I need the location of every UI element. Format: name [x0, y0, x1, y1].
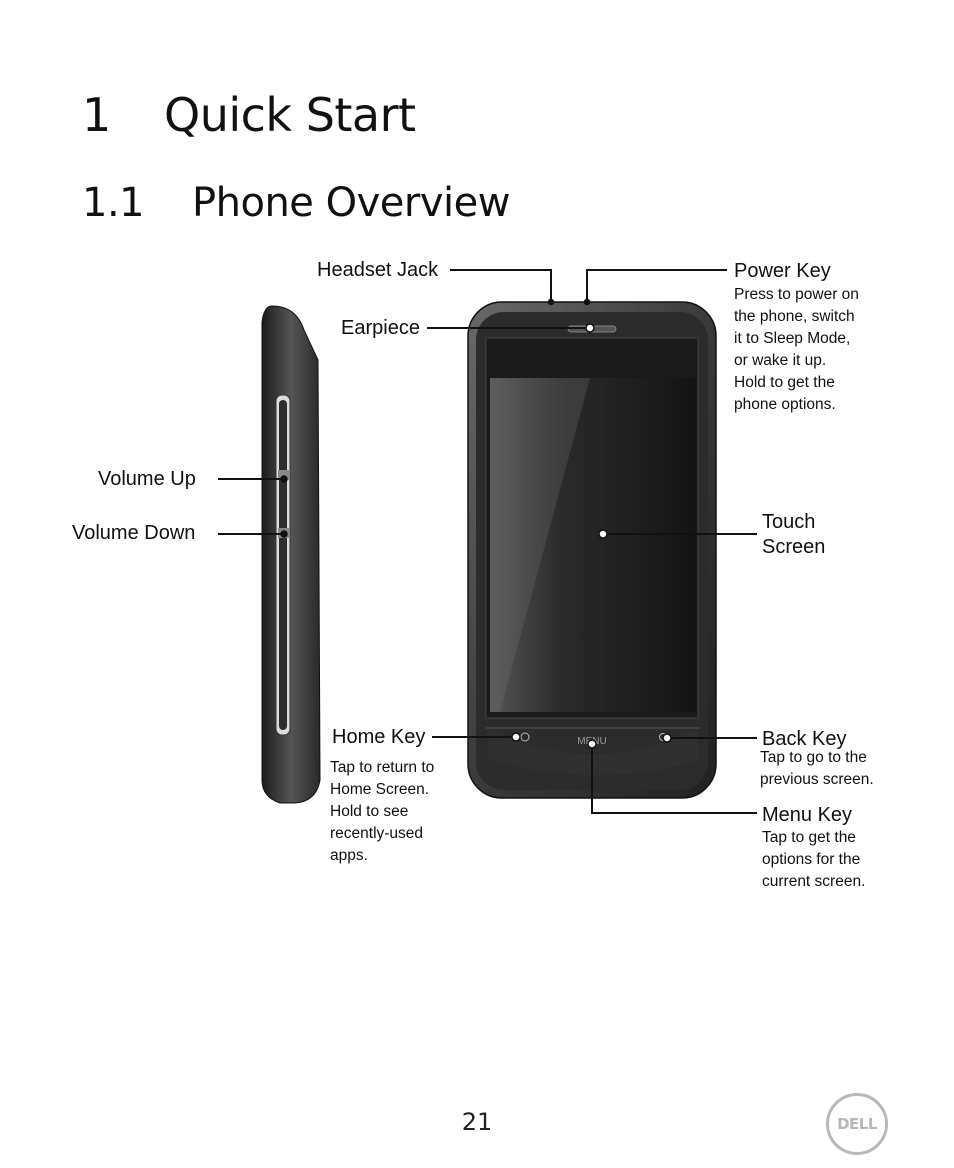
touch-screen-label: Touch Screen: [762, 511, 826, 558]
chapter-title: Quick Start: [164, 88, 416, 142]
dell-logo-icon: DELL: [826, 1093, 888, 1155]
touch-screen-display: [490, 378, 696, 712]
chapter-heading: 1 Quick Start: [82, 88, 416, 142]
earpiece-label: Earpiece: [341, 317, 420, 339]
menu-key-label: Menu Key: [762, 804, 853, 826]
section-number: 1.1: [82, 180, 145, 226]
home-key-label: Home Key: [332, 726, 426, 748]
phone-side-view: [261, 305, 321, 804]
menu-key-description: Tap to get the options for the current s…: [762, 829, 866, 890]
phone-front-view: MENU: [467, 301, 717, 799]
leader-lines: [218, 269, 757, 814]
back-key-description: Tap to go to the previous screen.: [760, 749, 874, 788]
power-key-label: Power Key: [734, 260, 831, 282]
volume-up-button: [278, 470, 290, 480]
back-key-label: Back Key: [762, 728, 847, 750]
volume-up-label: Volume Up: [98, 468, 196, 490]
section-title: Phone Overview: [192, 180, 510, 226]
callout-dots: [280, 298, 672, 749]
volume-down-label: Volume Down: [72, 522, 196, 544]
section-heading: 1.1 Phone Overview: [82, 180, 510, 226]
headset-jack-label: Headset Jack: [317, 259, 439, 281]
dell-logo-text: DELL: [837, 1115, 877, 1133]
power-key-description: Press to power on the phone, switch it t…: [734, 286, 859, 413]
chapter-number: 1: [82, 88, 111, 142]
page-number: 21: [461, 1108, 493, 1136]
home-key-description: Tap to return to Home Screen. Hold to se…: [330, 759, 435, 864]
home-key-icon: [520, 732, 530, 742]
